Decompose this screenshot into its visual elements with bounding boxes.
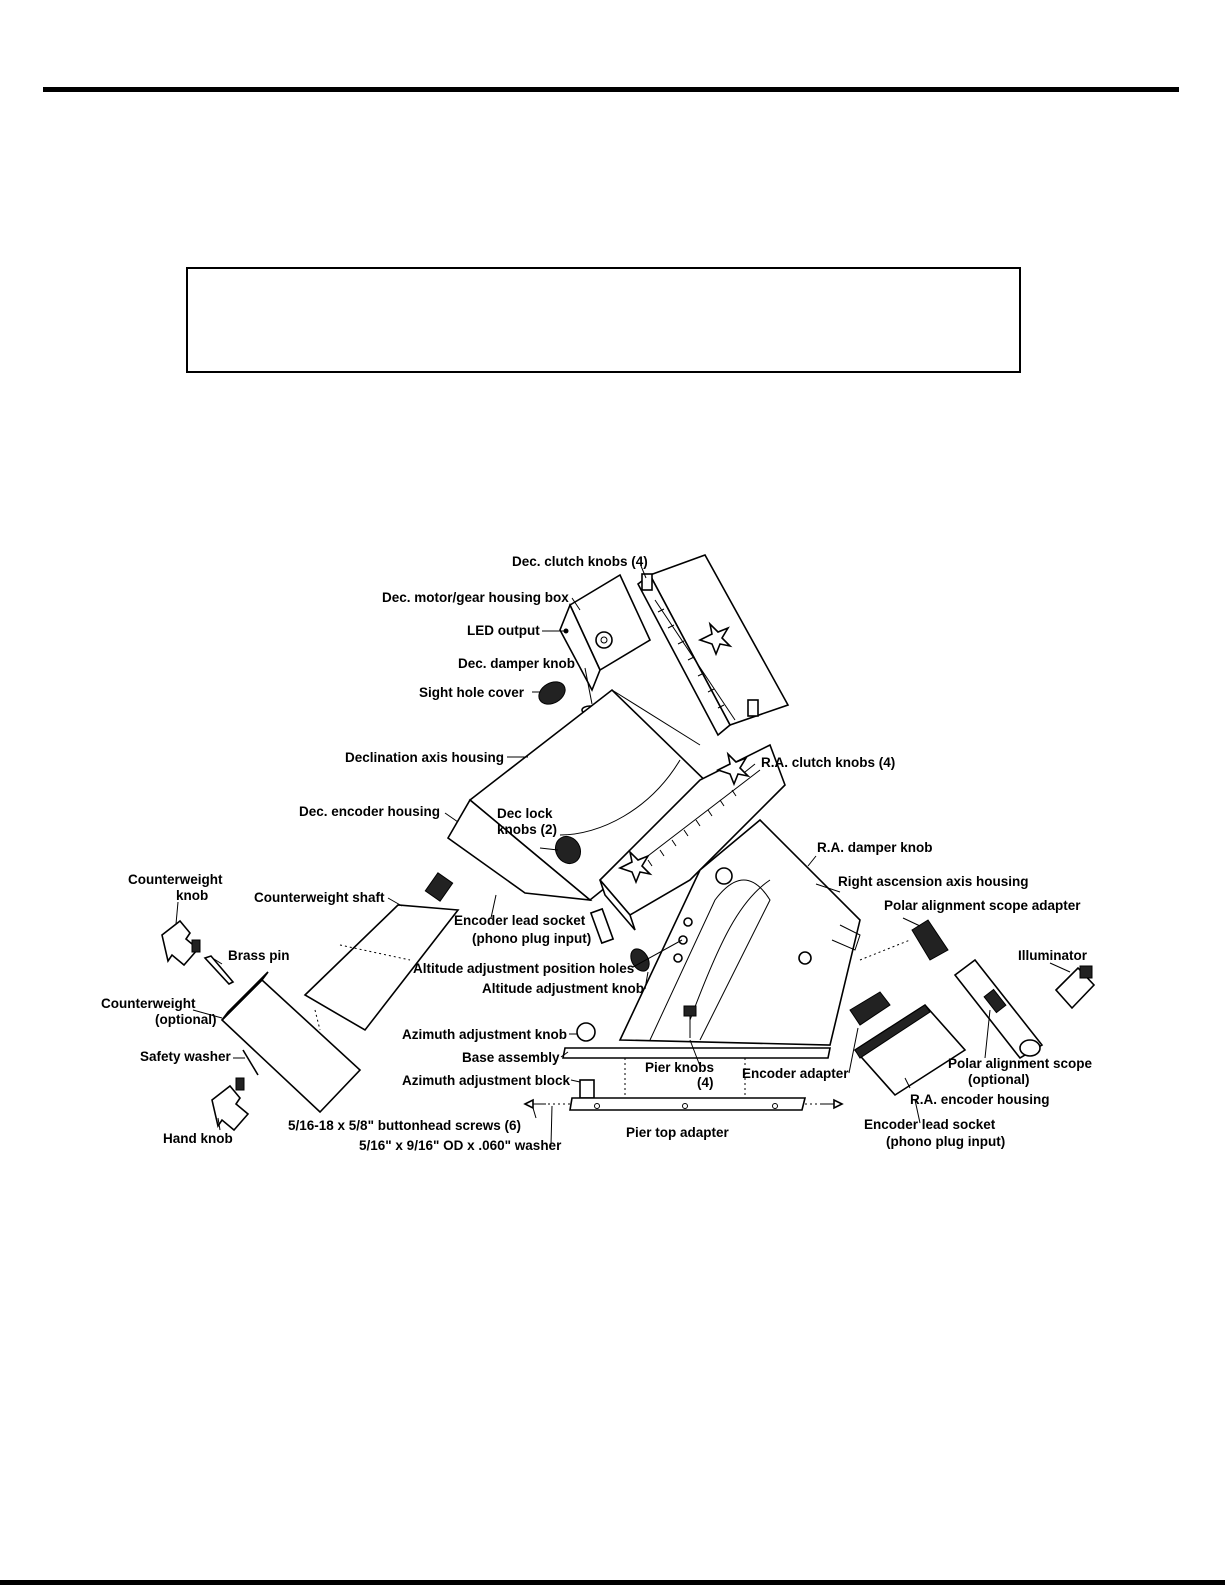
counterweight-knob: [161, 919, 201, 967]
label-dec-damper-knob: Dec. damper knob: [458, 656, 575, 671]
label-illuminator: Illuminator: [1018, 948, 1088, 963]
label-pier-top-adapter: Pier top adapter: [626, 1125, 730, 1140]
label-declination-axis-housing: Declination axis housing: [345, 750, 504, 765]
label-counterweight-knob-line1: Counterweight: [128, 872, 223, 887]
label-base-assembly: Base assembly: [462, 1050, 560, 1065]
polar-alignment-scope: [953, 958, 1044, 1060]
base-assembly: [562, 1005, 831, 1111]
label-pier-knobs-line1: Pier knobs: [645, 1060, 714, 1075]
illuminator: [1054, 965, 1096, 1010]
label-encoder-lead-socket-top-line1: Encoder lead socket: [454, 913, 586, 928]
label-polar-alignment-scope-line1: Polar alignment scope: [948, 1056, 1093, 1071]
label-pier-knobs-line2: (4): [697, 1075, 714, 1090]
declination-axis-housing: [446, 688, 722, 902]
polar-scope-adapter: [859, 919, 949, 961]
hand-knob: [211, 1077, 250, 1132]
label-altitude-adjustment-knob: Altitude adjustment knob: [482, 981, 644, 996]
brass-pin: [203, 955, 235, 985]
label-encoder-adapter: Encoder adapter: [742, 1066, 849, 1081]
buttonhead-screws: [523, 1098, 844, 1110]
dec-motor-gear-box: [559, 573, 652, 692]
counterweight-shaft: [303, 872, 460, 1032]
label-sight-hole-cover: Sight hole cover: [419, 685, 525, 700]
label-counterweight-line1: Counterweight: [101, 996, 196, 1011]
label-buttonhead-screws: 5/16-18 x 5/8" buttonhead screws (6): [288, 1118, 521, 1133]
top-rule: [43, 87, 1179, 92]
dec-lock-knob: [554, 835, 582, 865]
label-right-ascension-axis-housing: Right ascension axis housing: [838, 874, 1029, 889]
label-ra-clutch-knobs: R.A. clutch knobs (4): [761, 755, 895, 770]
label-azimuth-adjustment-knob: Azimuth adjustment knob: [402, 1027, 567, 1042]
leader-lines: [175, 565, 1071, 1146]
ra-axis-wedge: [618, 818, 861, 1046]
label-counterweight-shaft: Counterweight shaft: [254, 890, 385, 905]
label-washer-spec: 5/16" x 9/16" OD x .060" washer: [359, 1138, 562, 1153]
label-altitude-adjustment-position-holes: Altitude adjustment position holes: [413, 961, 634, 976]
label-hand-knob: Hand knob: [163, 1131, 233, 1146]
ra-encoder-housing: [853, 1003, 967, 1097]
label-ra-damper-knob: R.A. damper knob: [817, 840, 933, 855]
label-dec-clutch-knobs: Dec. clutch knobs (4): [512, 554, 648, 569]
label-polar-alignment-scope-line2: (optional): [968, 1072, 1029, 1087]
counterweight: [220, 971, 362, 1114]
empty-frame-box: [186, 267, 1021, 373]
label-dec-lock-knobs-line2: knobs (2): [497, 822, 557, 837]
label-azimuth-adjustment-block: Azimuth adjustment block: [402, 1073, 571, 1088]
label-counterweight-knob-line2: knob: [176, 888, 208, 903]
label-dec-encoder-housing: Dec. encoder housing: [299, 804, 440, 819]
label-ra-encoder-housing: R.A. encoder housing: [910, 1092, 1050, 1107]
encoder-adapter: [849, 991, 891, 1026]
ra-saddle-plate: [598, 743, 786, 931]
label-polar-alignment-scope-adapter: Polar alignment scope adapter: [884, 898, 1081, 913]
label-safety-washer: Safety washer: [140, 1049, 232, 1064]
dec-saddle-plate: [636, 554, 790, 737]
label-dec-motor-gear-box: Dec. motor/gear housing box: [382, 590, 569, 605]
label-dec-lock-knobs-line1: Dec lock: [497, 806, 553, 821]
bottom-rule: [0, 1580, 1225, 1585]
label-encoder-lead-socket-bottom-line2: (phono plug input): [886, 1134, 1005, 1149]
label-counterweight-line2: (optional): [155, 1012, 216, 1027]
label-brass-pin: Brass pin: [228, 948, 290, 963]
label-encoder-lead-socket-bottom-line1: Encoder lead socket: [864, 1117, 996, 1132]
safety-washer: [242, 1049, 259, 1076]
label-encoder-lead-socket-top-line2: (phono plug input): [472, 931, 591, 946]
label-led-output: LED output: [467, 623, 540, 638]
